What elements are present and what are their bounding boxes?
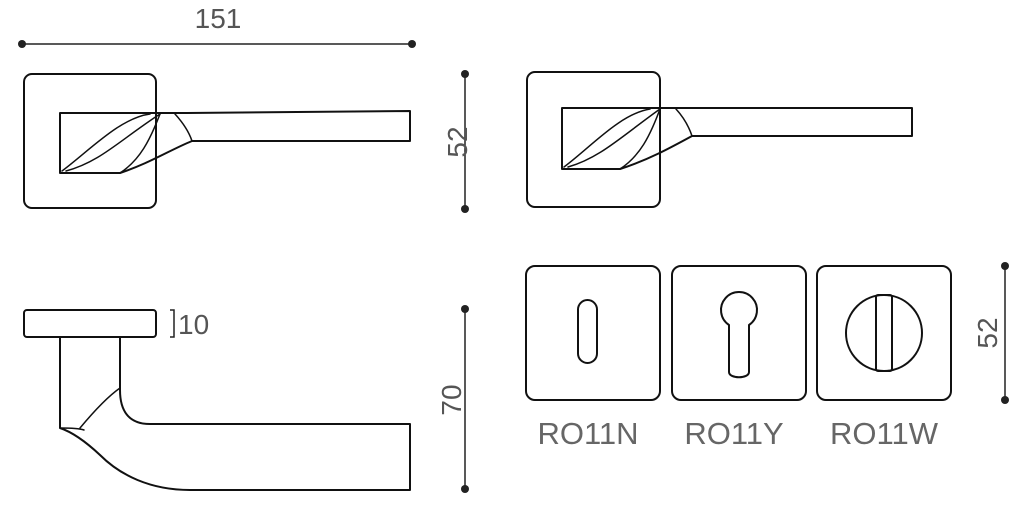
escutcheon-code-wc: RO11W: [830, 416, 939, 451]
width-dimension: 151: [18, 3, 416, 48]
width-label: 151: [195, 3, 242, 34]
escutcheon-key: RO11N: [525, 265, 661, 451]
height-dimension-bottom: 52: [972, 262, 1009, 404]
projection-dimension: 70: [436, 305, 469, 493]
rose-thickness-label: 10: [178, 309, 209, 340]
escutcheon-code-cylinder: RO11Y: [684, 416, 783, 451]
handle-side-view: [23, 309, 411, 491]
handle-front-view-left: [23, 73, 411, 209]
projection-label: 70: [436, 384, 467, 415]
escutcheon-cylinder: RO11Y: [671, 265, 807, 451]
height-label-bottom: 52: [972, 317, 1003, 348]
height-dimension-top: 52: [442, 70, 473, 213]
handle-front-view-right: [526, 71, 913, 208]
escutcheon-wc: RO11W: [816, 265, 952, 451]
rose-thickness-dimension: 10: [170, 309, 209, 340]
height-label-top: 52: [442, 126, 473, 157]
escutcheon-code-key: RO11N: [537, 416, 638, 451]
